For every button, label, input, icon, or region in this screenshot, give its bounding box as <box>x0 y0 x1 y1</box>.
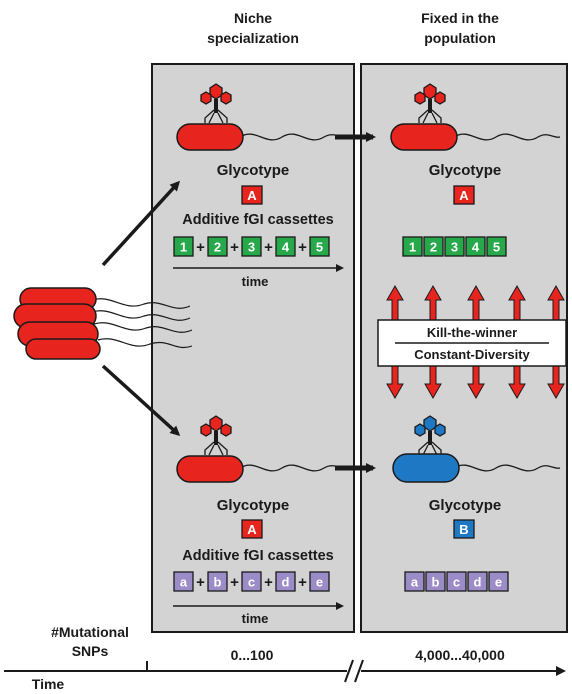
bottom-niche-cassettes: a + b + c + d + e <box>173 571 330 592</box>
cassette-box <box>404 571 425 592</box>
plus-sign: + <box>264 574 273 591</box>
plus-sign: + <box>298 239 307 256</box>
plus-sign: + <box>230 239 239 256</box>
cassette-label: b <box>432 575 440 590</box>
plus-sign: + <box>264 239 273 256</box>
cassette-box <box>402 236 423 257</box>
cassette-label: 2 <box>430 240 437 255</box>
cassette-label: a <box>411 575 419 590</box>
arrow-to-bottom <box>101 364 181 437</box>
cassette-box <box>446 571 467 592</box>
top-niche-cassettes: 1 +2 +3 +4 +5 <box>173 236 330 257</box>
axis-range-niche: 0...100 <box>231 647 274 663</box>
top-niche-glycotype-box <box>241 185 263 205</box>
bottom-niche-glycotype-label: Glycotype <box>217 497 290 514</box>
bacteria-cluster-icon <box>13 287 193 360</box>
axis-break-mark-1 <box>344 659 354 683</box>
cassette-label: 4 <box>472 240 480 255</box>
cassette-box <box>241 236 262 257</box>
bacterium-icon <box>392 453 460 483</box>
cassette-box <box>488 571 509 592</box>
cassette-box <box>309 571 330 592</box>
top-niche-cassettes-title: Additive fGI cassettes <box>182 212 334 228</box>
bottom-niche-time-label: time <box>242 611 269 626</box>
cassette-label: 5 <box>493 240 500 255</box>
fixed-header-line2: population <box>424 30 496 46</box>
cassette-label: 5 <box>316 240 323 255</box>
bacterium-icon <box>390 123 458 151</box>
top-niche-glycotype-value: A <box>247 188 257 203</box>
bottom-niche-glycotype-value: A <box>247 522 257 537</box>
top-fixed-glycotype-value: A <box>459 188 469 203</box>
bottom-fixed-glycotype-value: B <box>459 522 468 537</box>
top-fixed-glycotype-label: Glycotype <box>429 162 502 179</box>
niche-header-line2: specialization <box>207 30 299 46</box>
niche-header-line1: Niche <box>234 10 272 26</box>
cassette-box <box>465 236 486 257</box>
bacterium-icon <box>176 455 244 483</box>
cassette-label: d <box>282 575 290 590</box>
axis-time-label: Time <box>32 676 65 692</box>
axis-break-mark-2 <box>354 659 364 683</box>
cassette-box <box>309 236 330 257</box>
axis-range-fixed: 4,000...40,000 <box>415 647 505 663</box>
cassette-label: e <box>495 575 502 590</box>
bottom-niche-glycotype-box <box>241 519 263 539</box>
cassette-label: 3 <box>451 240 458 255</box>
plus-sign: + <box>196 574 205 591</box>
cassette-box <box>241 571 262 592</box>
cassette-label: 4 <box>282 240 290 255</box>
plus-sign: + <box>298 574 307 591</box>
bottom-fixed-cell <box>392 415 561 483</box>
cassette-label: 2 <box>214 240 221 255</box>
top-fixed-cell <box>390 83 561 151</box>
bacterium-icon <box>176 123 244 151</box>
cassette-box <box>467 571 488 592</box>
cassette-box <box>207 236 228 257</box>
cassette-label: b <box>214 575 222 590</box>
cassette-box <box>425 571 446 592</box>
top-niche-glycotype-label: Glycotype <box>217 162 290 179</box>
cassette-box <box>423 236 444 257</box>
bottom-niche-cassettes-title: Additive fGI cassettes <box>182 548 334 564</box>
plus-sign: + <box>196 239 205 256</box>
cassette-label: 1 <box>409 240 416 255</box>
cassette-label: 1 <box>180 240 187 255</box>
cassette-label: e <box>316 575 323 590</box>
cassette-box <box>444 236 465 257</box>
top-fixed-glycotype-box <box>453 185 475 205</box>
cassette-label: a <box>180 575 188 590</box>
cassette-box <box>275 571 296 592</box>
snps-label-line1: #Mutational <box>51 624 129 640</box>
cassette-box <box>173 571 194 592</box>
bottom-fixed-glycotype-box <box>453 519 475 539</box>
bottom-niche-cell <box>176 415 349 483</box>
cassette-box <box>207 571 228 592</box>
bottom-fixed-glycotype-label: Glycotype <box>429 497 502 514</box>
arrow-to-top <box>101 180 181 267</box>
plus-sign: + <box>230 574 239 591</box>
cassette-box <box>173 236 194 257</box>
cassette-label: d <box>474 575 482 590</box>
cassette-label: c <box>248 575 255 590</box>
cassette-label: 3 <box>248 240 255 255</box>
snps-label-line2: SNPs <box>72 643 109 659</box>
dynamics-line2: Constant-Diversity <box>414 347 530 362</box>
cassette-box <box>486 236 507 257</box>
cassette-label: c <box>453 575 460 590</box>
top-niche-time-label: time <box>242 274 269 289</box>
top-niche-cell <box>176 83 349 151</box>
dynamics-line1: Kill-the-winner <box>427 325 517 340</box>
fixed-header-line1: Fixed in the <box>421 10 499 26</box>
cassette-box <box>275 236 296 257</box>
